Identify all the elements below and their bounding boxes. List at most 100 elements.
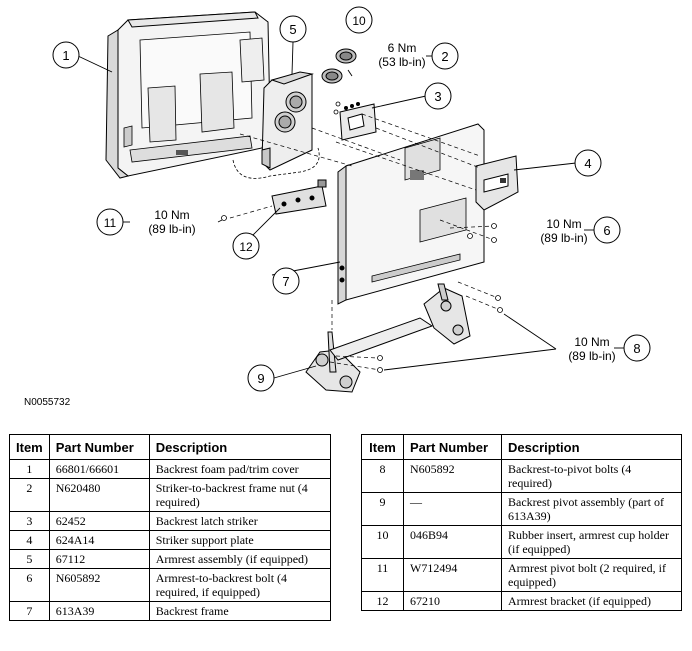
table-row: 6 N605892 Armrest-to-backrest bolt (4 re… — [9, 568, 332, 602]
torque-8-lb: (89 lb-in) — [568, 349, 615, 363]
callout-7: 7 — [272, 267, 300, 295]
part-number-cell: N620480 — [48, 478, 150, 512]
col-header-part-number: Part Number — [403, 434, 502, 460]
table-row: 5 67112 Armrest assembly (if equipped) — [9, 549, 332, 569]
callout-12-label: 12 — [239, 240, 253, 254]
table-row: 2 N620480 Striker-to-backrest frame nut … — [9, 478, 332, 512]
callout-5-label: 5 — [289, 22, 296, 37]
part-number-cell: 62452 — [48, 511, 150, 531]
item-cell: 3 — [9, 511, 50, 531]
item-cell: 2 — [9, 478, 50, 512]
description-cell: Armrest bracket (if equipped) — [501, 591, 682, 611]
callout-2: 2 — [431, 42, 459, 70]
callout-4-label: 4 — [584, 156, 591, 171]
callout-1: 1 — [52, 41, 80, 69]
striker-support-plate — [475, 155, 519, 211]
description-cell: Rubber insert, armrest cup holder (if eq… — [501, 525, 682, 559]
backrest-foam-pad — [105, 11, 271, 179]
callout-1-label: 1 — [62, 48, 69, 63]
torque-6-nm: 10 Nm — [546, 217, 581, 231]
col-header-item: Item — [361, 434, 404, 460]
item-cell: 5 — [9, 549, 50, 569]
armrest-bracket — [271, 179, 327, 215]
fasteners — [221, 101, 503, 373]
description-cell: Striker-to-backrest frame nut (4 require… — [148, 478, 332, 512]
description-cell: Armrest pivot bolt (2 required, if equip… — [501, 558, 682, 592]
description-cell: Backrest frame — [148, 601, 332, 621]
col-header-item: Item — [9, 434, 50, 460]
table-row: 8 N605892 Backrest-to-pivot bolts (4 req… — [361, 459, 682, 493]
torque-11-lb: (89 lb-in) — [148, 222, 195, 236]
callout-9-label: 9 — [257, 371, 264, 386]
callout-4: 4 — [574, 149, 602, 177]
col-header-part-number: Part Number — [48, 434, 150, 460]
table-row: 7 613A39 Backrest frame — [9, 601, 332, 621]
item-cell: 6 — [9, 568, 50, 602]
callout-10-label: 10 — [352, 14, 366, 28]
table-row: 12 67210 Armrest bracket (if equipped) — [361, 591, 682, 611]
backrest-latch-striker — [339, 102, 377, 141]
callout-11: 11 — [96, 208, 124, 236]
assembly-lines — [229, 113, 501, 371]
description-cell: Backrest pivot assembly (part of 613A39) — [501, 492, 682, 526]
part-number-cell: — — [403, 492, 502, 526]
callout-11-label: 11 — [104, 216, 117, 230]
item-cell: 12 — [361, 591, 404, 611]
col-header-description: Description — [501, 434, 682, 460]
description-cell: Backrest-to-pivot bolts (4 required) — [501, 459, 682, 493]
part-number-cell: 67210 — [403, 591, 502, 611]
part-number-cell: N605892 — [48, 568, 150, 602]
parts-table-right: Item Part Number Description 8 N605892 B… — [361, 434, 682, 611]
item-cell: 1 — [9, 459, 50, 479]
item-cell: 9 — [361, 492, 404, 526]
callout-3-label: 3 — [434, 89, 441, 104]
table-row: 9 — Backrest pivot assembly (part of 613… — [361, 492, 682, 526]
part-number-cell: 613A39 — [48, 601, 150, 621]
part-number-cell: 67112 — [48, 549, 150, 569]
item-cell: 8 — [361, 459, 404, 493]
callout-10: 10 — [345, 6, 373, 34]
description-cell: Backrest foam pad/trim cover — [148, 459, 332, 479]
description-cell: Striker support plate — [148, 530, 332, 550]
col-header-description: Description — [148, 434, 332, 460]
armrest-assembly — [232, 71, 320, 179]
table-row: 1 66801/66601 Backrest foam pad/trim cov… — [9, 459, 332, 479]
part-number-cell: 046B94 — [403, 525, 502, 559]
callout-2-label: 2 — [441, 49, 448, 64]
item-cell: 11 — [361, 558, 404, 592]
callout-6-label: 6 — [603, 223, 610, 238]
torque-6-lb: (89 lb-in) — [540, 231, 587, 245]
callout-9: 9 — [247, 364, 275, 392]
callout-7-label: 7 — [282, 274, 289, 289]
torque-11-nm: 10 Nm — [154, 208, 189, 222]
callout-8-label: 8 — [633, 341, 640, 356]
callout-5: 5 — [279, 15, 307, 43]
table-row: 4 624A14 Striker support plate — [9, 530, 332, 550]
table-row: 10 046B94 Rubber insert, armrest cup hol… — [361, 525, 682, 559]
part-number-cell: 66801/66601 — [48, 459, 150, 479]
callout-6: 6 — [593, 216, 621, 244]
backrest-frame — [337, 123, 485, 305]
part-number-cell: 624A14 — [48, 530, 150, 550]
callout-12: 12 — [232, 232, 260, 260]
parts-table-left: Item Part Number Description 1 66801/666… — [9, 434, 332, 621]
description-cell: Armrest assembly (if equipped) — [148, 549, 332, 569]
exploded-diagram: 1 2 3 4 5 6 7 8 9 10 11 12 6 Nm (53 lb-i… — [52, 6, 651, 393]
part-number-cell: W712494 — [403, 558, 502, 592]
callout-3: 3 — [424, 82, 452, 110]
item-cell: 10 — [361, 525, 404, 559]
item-cell: 7 — [9, 601, 50, 621]
callout-8: 8 — [623, 334, 651, 362]
figure-id: N0055732 — [24, 397, 71, 408]
part-number-cell: N605892 — [403, 459, 502, 493]
cup-holder-inserts — [321, 48, 357, 84]
backrest-pivot-assembly — [305, 283, 471, 393]
description-cell: Armrest-to-backrest bolt (4 required, if… — [148, 568, 332, 602]
item-cell: 4 — [9, 530, 50, 550]
table-row: 11 W712494 Armrest pivot bolt (2 require… — [361, 558, 682, 592]
torque-2-lb: (53 lb-in) — [378, 55, 425, 69]
torque-2-nm: 6 Nm — [388, 41, 417, 55]
table-row: 3 62452 Backrest latch striker — [9, 511, 332, 531]
torque-8-nm: 10 Nm — [574, 335, 609, 349]
description-cell: Backrest latch striker — [148, 511, 332, 531]
